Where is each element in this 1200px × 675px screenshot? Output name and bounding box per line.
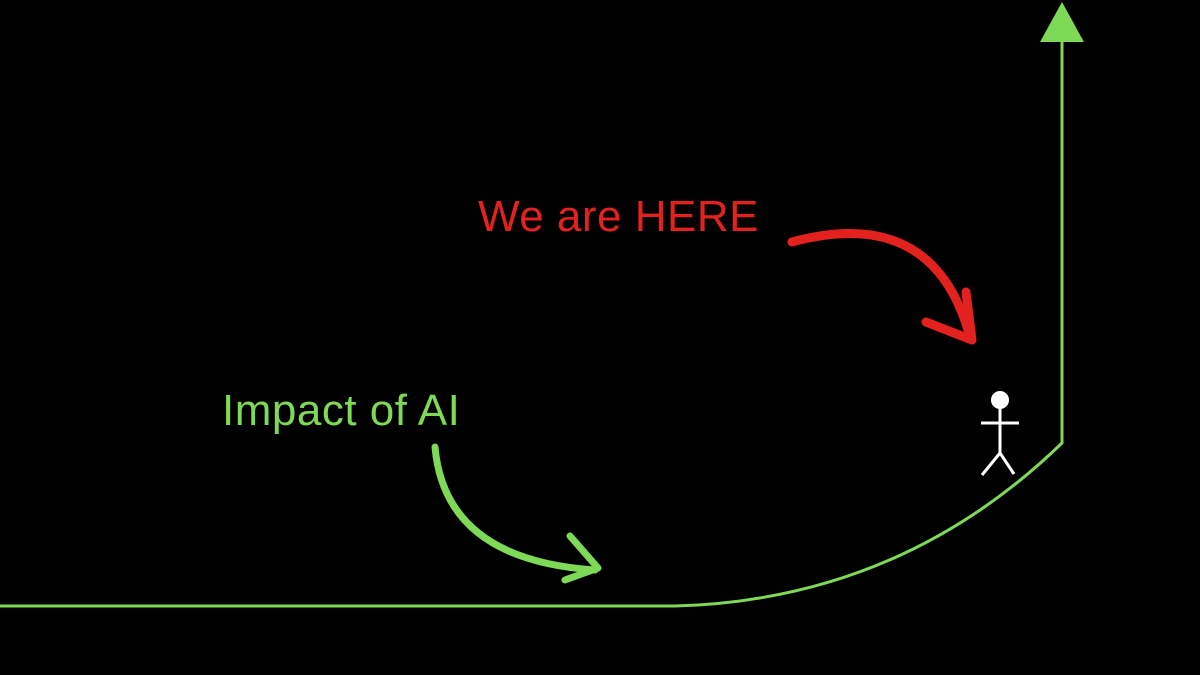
impact-arrow <box>431 443 602 584</box>
exponential-curve <box>0 40 1064 608</box>
stick-figure-icon <box>980 391 1019 476</box>
here-arrow <box>787 229 977 345</box>
we-are-here-label: We are HERE <box>478 192 759 241</box>
impact-of-ai-label: Impact of AI <box>222 386 461 435</box>
curve-arrowhead <box>1040 2 1084 42</box>
